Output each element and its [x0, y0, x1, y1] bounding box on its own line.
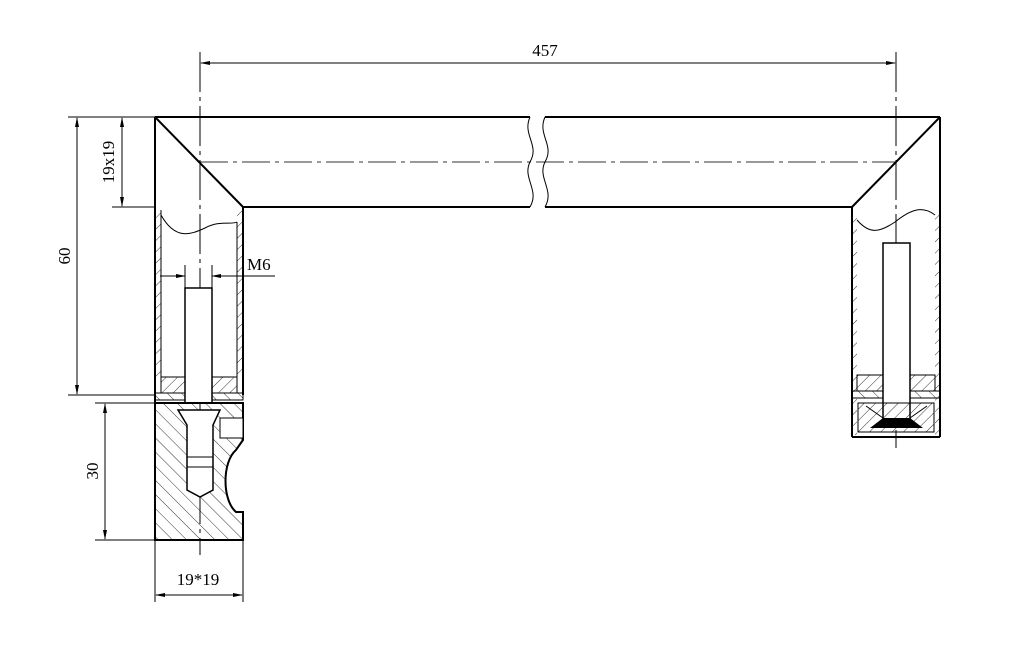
right-post-section [851, 117, 941, 438]
dimension-tube-section: 19x19 [99, 117, 155, 208]
handle-top-bar [154, 116, 941, 208]
dimension-label-m6: M6 [247, 255, 271, 274]
left-post-section [154, 117, 244, 541]
dimension-label-60: 60 [55, 248, 74, 265]
dimension-label-457: 457 [532, 41, 558, 60]
dimension-label-19x19: 19x19 [99, 141, 118, 184]
dimension-base-section: 19*19 [154, 540, 244, 602]
dimension-label-30: 30 [83, 463, 102, 480]
centerlines [199, 52, 897, 555]
dimension-base-height: 30 [83, 402, 155, 541]
dimension-height: 60 [55, 116, 155, 396]
dimension-overall-length: 457 [200, 41, 896, 65]
dimension-thread: M6 [160, 255, 275, 288]
dimension-label-19-19: 19*19 [177, 570, 220, 589]
